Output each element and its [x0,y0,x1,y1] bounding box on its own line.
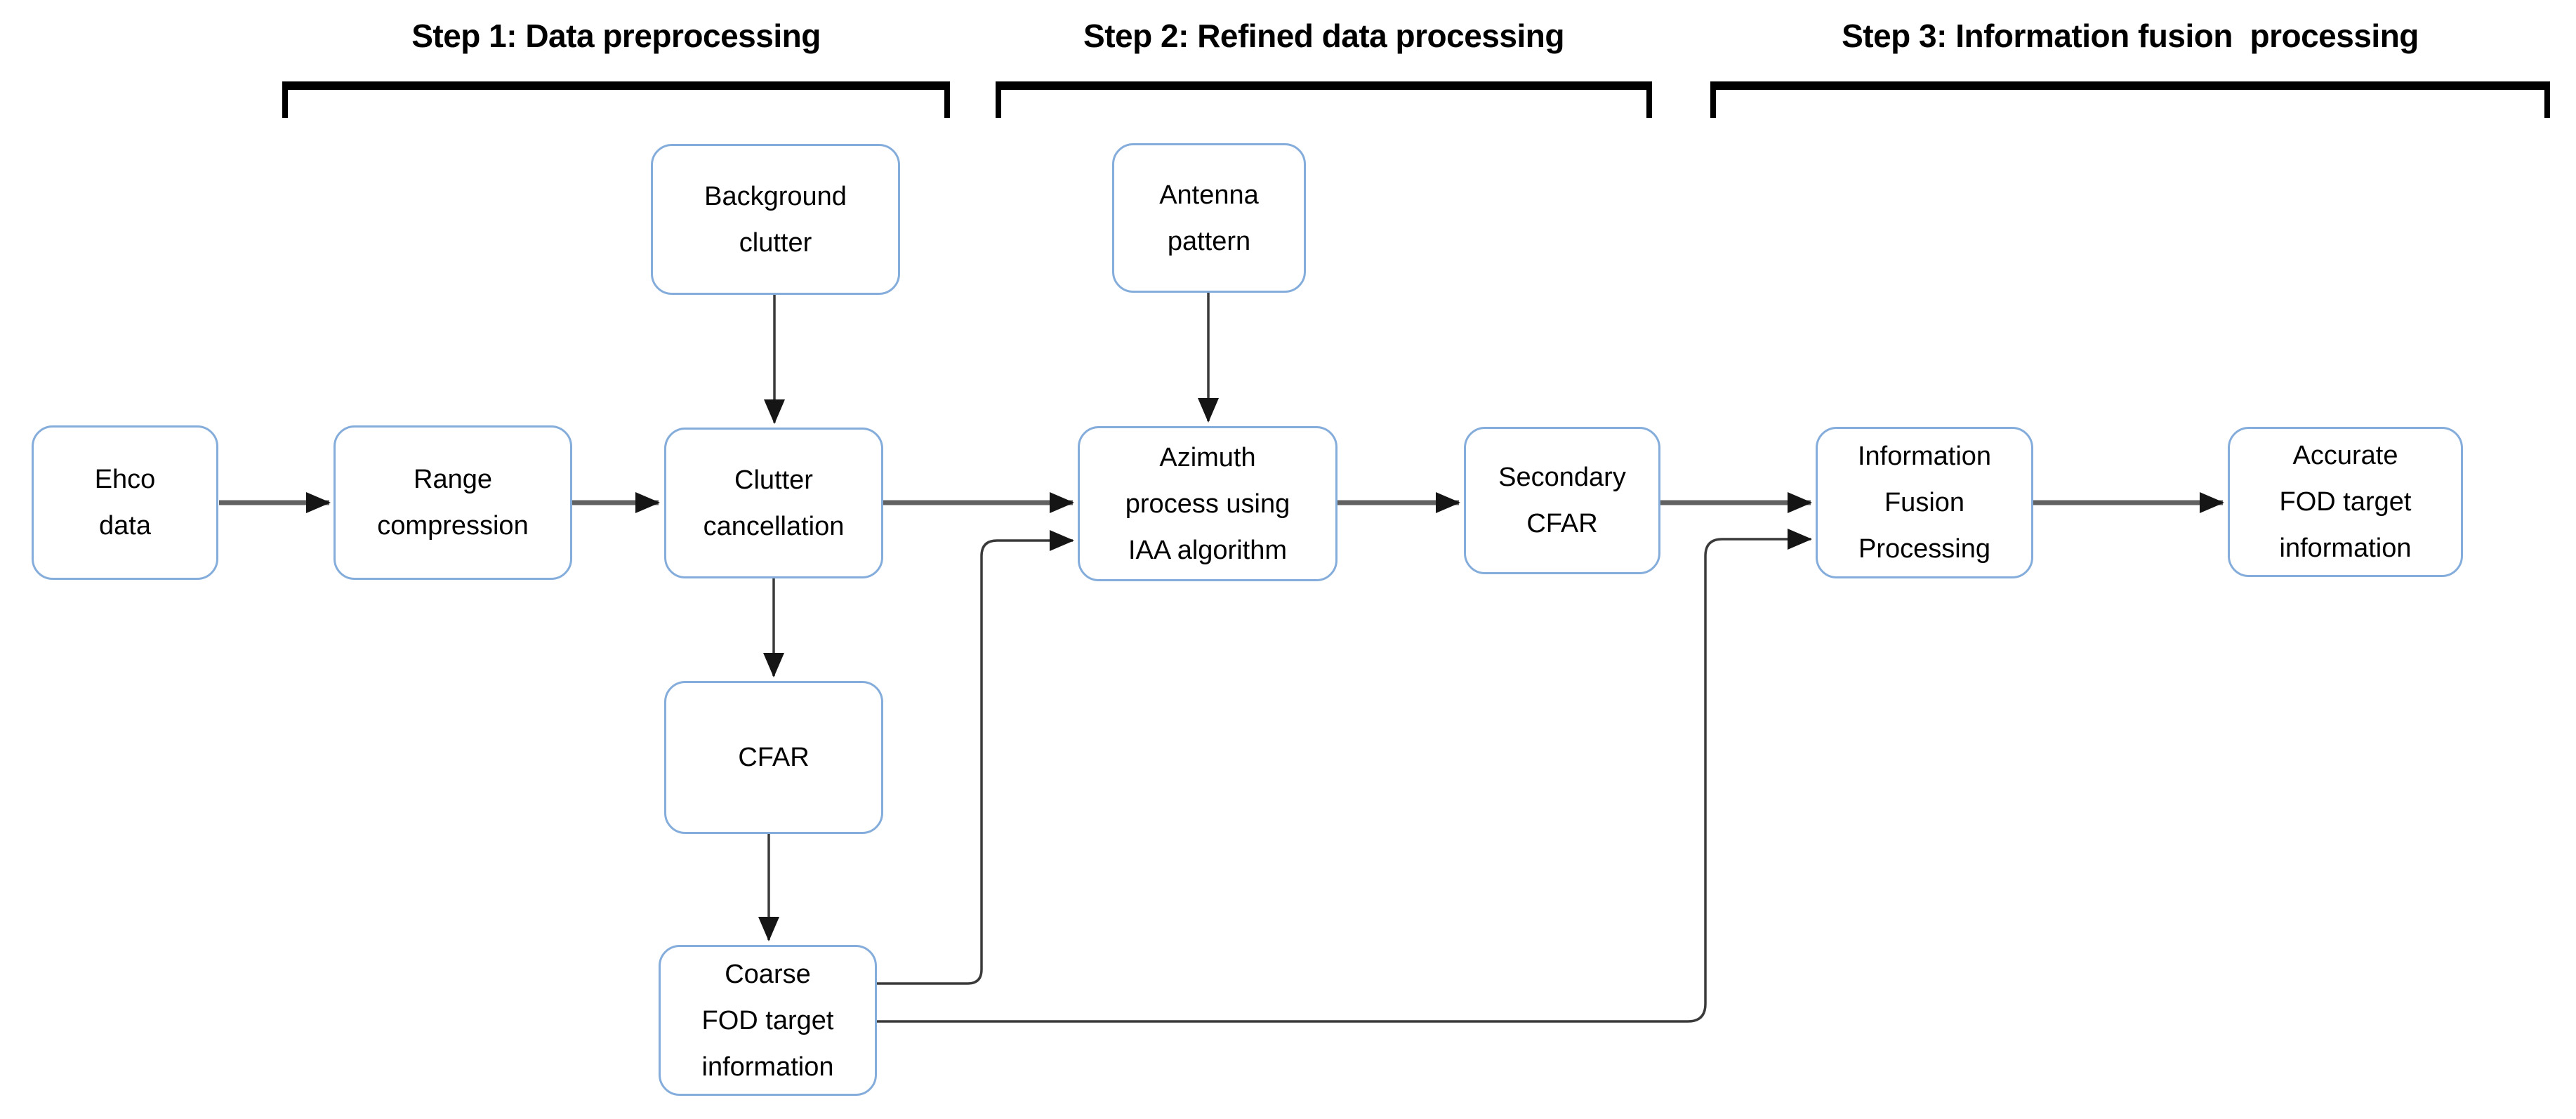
step-1-bracket [282,81,950,118]
node-label: Secondary CFAR [1498,463,1626,538]
edges-group [219,293,2224,1023]
node-label: Antenna pattern [1159,180,1259,256]
step-brackets [282,81,2550,118]
node-label: Coarse FOD target information [701,959,834,1082]
node-label: CFAR [738,743,810,772]
step-3-title: Step 3: Information fusion processing [1842,18,2419,54]
node-azimuth-process: Azimuth process using IAA algorithm [1078,426,1337,581]
node-background-clutter: Background clutter [651,144,900,295]
step-2-title: Step 2: Refined data processing [1083,18,1564,54]
node-label: Azimuth process using IAA algorithm [1125,442,1290,565]
node-range-compression: Range compression [333,425,572,580]
node-clutter-cancellation: Clutter cancellation [664,428,883,578]
node-label: Background clutter [704,181,847,258]
edge-coarse-to-azimuth [877,530,1074,985]
node-label: Range compression [377,465,529,541]
node-accurate-fod: Accurate FOD target information [2228,427,2463,577]
edge-coarse-to-fusion [877,529,1812,1023]
node-label: Ehco data [94,465,156,541]
step-3-bracket [1710,81,2550,118]
step-2-bracket [996,81,1652,118]
node-coarse-fod: Coarse FOD target information [659,945,877,1096]
node-cfar: CFAR [664,681,883,834]
node-label: Information Fusion Processing [1857,442,1992,564]
node-echo-data: Ehco data [32,425,218,580]
node-information-fusion: Information Fusion Processing [1816,427,2033,578]
step-1-title: Step 1: Data preprocessing [411,18,821,54]
node-label: Accurate FOD target information [2279,441,2412,563]
node-label: Clutter cancellation [703,465,845,541]
node-secondary-cfar: Secondary CFAR [1464,427,1660,574]
node-antenna-pattern: Antenna pattern [1112,143,1306,293]
